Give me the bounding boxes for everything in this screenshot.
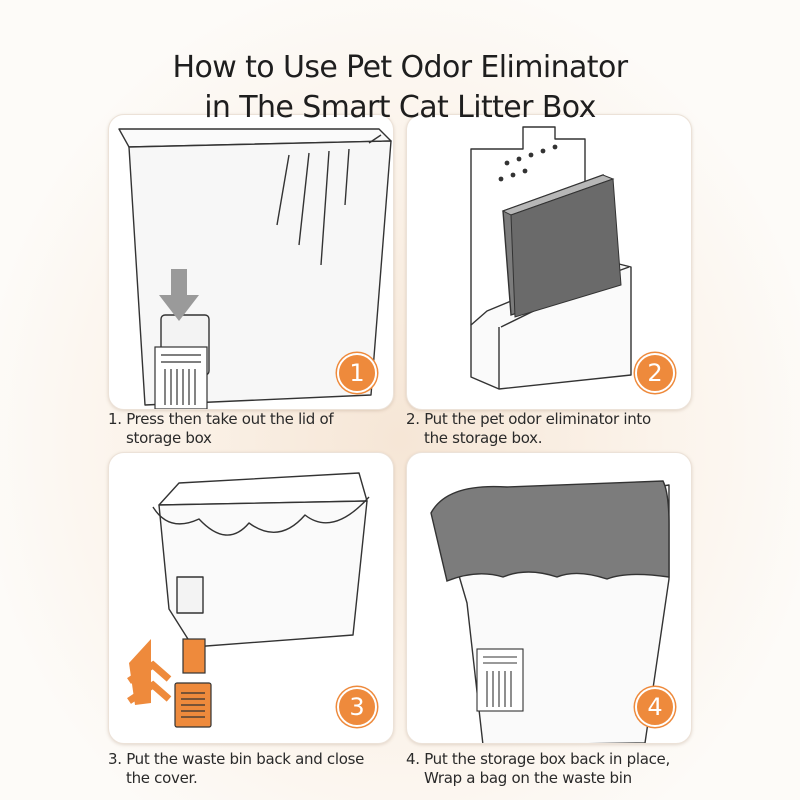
step-4-panel: 4 (406, 452, 692, 744)
page-title: How to Use Pet Odor Eliminator in The Sm… (0, 48, 800, 128)
down-arrow-icon (159, 269, 199, 321)
step-3-line-2: the cover. (126, 769, 198, 787)
step-3-illustration (127, 472, 370, 728)
step-1-line-1: Press then take out the lid of (126, 410, 334, 428)
up-arrow-icon (127, 639, 172, 705)
step-4-illustration (430, 480, 670, 743)
step-1-badge: 1 (337, 353, 377, 393)
step-2-number: 2. (406, 410, 420, 428)
title-line-2: in The Smart Cat Litter Box (204, 90, 596, 126)
step-3-number: 3. (108, 750, 122, 768)
step-3-line-1: Put the waste bin back and close (126, 750, 365, 768)
step-2-badge: 2 (635, 353, 675, 393)
cartridge-icon (174, 638, 212, 728)
title-line-1: How to Use Pet Odor Eliminator (172, 50, 629, 86)
step-3-caption: 3. Put the waste bin back and close the … (108, 750, 398, 788)
step-4-number: 4. (406, 750, 420, 768)
step-2-line-1: Put the pet odor eliminator into (424, 410, 651, 428)
step-4-line-2: Wrap a bag on the waste bin (424, 769, 632, 787)
step-2-panel: 2 (406, 114, 692, 410)
step-2-line-2: the storage box. (424, 429, 543, 447)
bag-wrap-icon (430, 480, 670, 582)
step-1-caption: 1. Press then take out the lid of storag… (108, 410, 398, 448)
step-1-illustration (118, 128, 392, 409)
step-1-panel: 1 (108, 114, 394, 410)
step-1-number: 1. (108, 410, 122, 428)
step-2-illustration (470, 126, 632, 390)
step-3-panel: 3 (108, 452, 394, 744)
step-4-caption: 4. Put the storage box back in place, Wr… (406, 750, 716, 788)
step-4-line-1: Put the storage box back in place, (424, 750, 670, 768)
odor-eliminator-block-icon (501, 174, 622, 318)
storage-lid-icon (154, 346, 208, 409)
storage-box-icon (476, 648, 524, 712)
step-1-line-2: storage box (126, 429, 212, 447)
step-2-caption: 2. Put the pet odor eliminator into the … (406, 410, 706, 448)
step-4-badge: 4 (635, 687, 675, 727)
step-3-badge: 3 (337, 687, 377, 727)
